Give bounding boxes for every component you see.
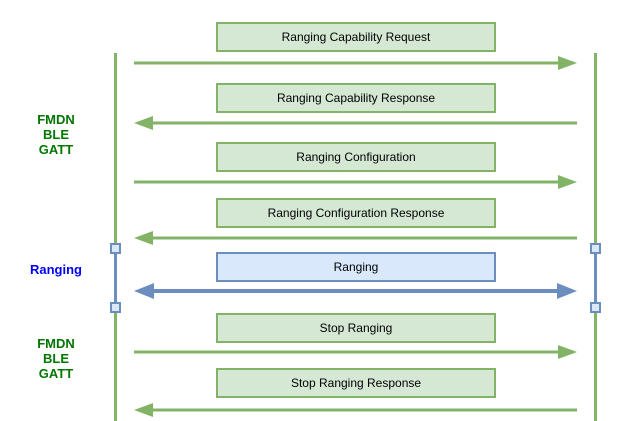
phase-label-fmdn-ble-gatt-top: FMDN BLE GATT: [37, 112, 75, 157]
message-arrow-left: [134, 115, 577, 131]
message-box-ranging-capability-request: Ranging Capability Request: [216, 22, 496, 52]
activation-marker-icon: [110, 243, 121, 254]
message-box-ranging: Ranging: [216, 252, 496, 282]
message-box-ranging-configuration-response: Ranging Configuration Response: [216, 198, 496, 228]
activation-marker-icon: [590, 302, 601, 313]
message-arrow-left: [134, 230, 577, 246]
arrowhead-right-icon: [558, 56, 577, 70]
activation-marker-icon: [110, 302, 121, 313]
activation-segment-right: [594, 248, 597, 308]
arrowhead-left-icon: [134, 403, 153, 417]
arrow-shaft: [149, 236, 577, 240]
arrowhead-right-icon: [557, 283, 577, 299]
arrowhead-left-icon: [134, 283, 154, 299]
phase-label-ranging: Ranging: [30, 262, 82, 277]
arrow-shaft: [150, 289, 561, 293]
message-box-stop-ranging: Stop Ranging: [216, 313, 496, 343]
message-box-ranging-configuration: Ranging Configuration: [216, 142, 496, 172]
activation-segment-left: [114, 248, 117, 308]
phase-label-fmdn-ble-gatt-bottom: FMDN BLE GATT: [37, 336, 75, 381]
arrowhead-left-icon: [134, 231, 153, 245]
activation-marker-icon: [590, 243, 601, 254]
arrowhead-right-icon: [558, 175, 577, 189]
message-box-ranging-capability-response: Ranging Capability Response: [216, 83, 496, 113]
arrow-shaft: [134, 180, 562, 184]
arrow-shaft: [134, 350, 562, 354]
message-arrow-right: [134, 344, 577, 360]
arrowhead-right-icon: [558, 345, 577, 359]
arrow-shaft: [149, 408, 577, 412]
message-arrow-left: [134, 402, 577, 418]
message-arrow-right: [134, 55, 577, 71]
lifeline-left: [114, 53, 117, 421]
arrow-shaft: [149, 121, 577, 125]
message-arrow-right: [134, 174, 577, 190]
message-box-stop-ranging-response: Stop Ranging Response: [216, 368, 496, 398]
arrow-shaft: [134, 61, 562, 65]
arrowhead-left-icon: [134, 116, 153, 130]
message-arrow-bidirectional: [134, 283, 577, 299]
lifeline-right: [594, 53, 597, 421]
